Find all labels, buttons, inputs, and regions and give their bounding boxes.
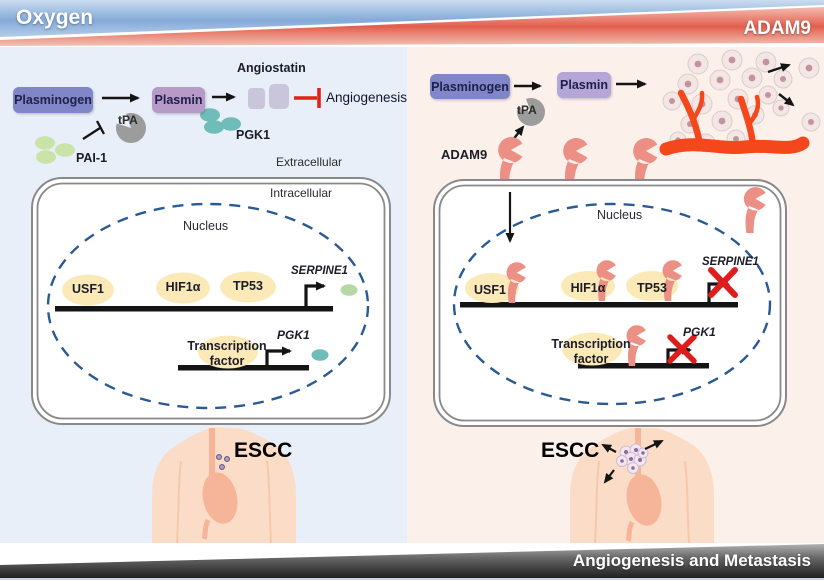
tpa-enzyme-icon-right xyxy=(513,94,545,126)
bottom-edge-strip xyxy=(0,578,824,580)
pai1-protein-icon xyxy=(35,136,75,164)
adam9-panel-graphics xyxy=(433,49,821,544)
plasmin-box-right: Plasmin xyxy=(557,72,611,98)
red-x-serpine1-icon xyxy=(708,267,738,298)
bottom-banner-wedge xyxy=(0,544,824,578)
escc-tumor-cluster-right xyxy=(601,440,664,484)
bottom-banner-title: Angiogenesis and Metastasis xyxy=(572,551,811,570)
cell-membrane-left xyxy=(31,177,391,425)
torso-right xyxy=(570,428,714,544)
nucleus-label-right: Nucleus xyxy=(597,208,643,222)
adam9-label-right: ADAM9 xyxy=(441,147,488,162)
transcription-factor-line2-left: factor xyxy=(209,354,245,368)
oxygen-panel-graphics xyxy=(31,84,391,544)
serpine1-product-icon xyxy=(340,284,358,296)
tf-ovals-left xyxy=(62,271,276,369)
intracellular-label: Intracellular xyxy=(270,186,333,200)
tp53-label-left: TP53 xyxy=(233,279,263,293)
plasminogen-box-right: Plasminogen xyxy=(430,74,510,99)
transcription-factor-line2-right: factor xyxy=(573,352,609,366)
adam9-banner-title: ADAM9 xyxy=(743,18,811,39)
tpa-label-right: tPA xyxy=(517,103,537,117)
nucleus-outline-right xyxy=(452,202,772,406)
escc-tumor-dots-left xyxy=(216,454,231,471)
metastatic-cells-icon xyxy=(767,57,821,132)
tpa-label-left: tPA xyxy=(118,113,138,127)
serpine1-gene-label-left: SERPINE1 xyxy=(291,265,348,277)
inhibition-angiostatin-angiogenesis xyxy=(294,88,321,108)
transcription-factor-line1-right: Transcription xyxy=(551,337,631,351)
usf1-label-left: USF1 xyxy=(72,282,104,296)
oxygen-banner-title: Oxygen xyxy=(16,6,94,29)
plasminogen-box-left: Plasminogen xyxy=(13,87,93,113)
red-x-pgk1-icon xyxy=(667,334,697,364)
hif1a-label-left: HIF1α xyxy=(165,280,201,294)
angiostatin-fragments-icon xyxy=(248,84,289,109)
nucleus-label-left: Nucleus xyxy=(183,219,229,233)
pgk1-product-icon xyxy=(311,349,329,361)
angiogenesis-vessel-icon xyxy=(659,49,810,156)
pgk1-gene-label-left: PGK1 xyxy=(277,328,310,342)
escc-label-right: ESCC xyxy=(541,439,600,462)
pai1-label: PAI-1 xyxy=(76,151,108,165)
torso-left xyxy=(152,428,296,544)
tpa-enzyme-icon xyxy=(112,107,146,143)
oxygen-banner-wedge xyxy=(0,0,824,37)
dna-line-pgk1-right xyxy=(578,363,709,369)
serpine1-gene-label-right: SERPINE1 xyxy=(702,256,759,268)
usf1-label-right: USF1 xyxy=(474,283,506,297)
pgk1-protein-icon xyxy=(200,108,241,134)
transcription-factor-line1-left: Transcription xyxy=(187,339,267,353)
plasmin-box-left: Plasmin xyxy=(152,87,205,113)
inhibition-pai1-tpa xyxy=(82,120,106,140)
hif1a-label-right: HIF1α xyxy=(570,281,606,295)
pgk1-gene-label-right: PGK1 xyxy=(683,325,716,339)
dna-line-serpine1-right xyxy=(460,302,738,308)
tp53-label-right: TP53 xyxy=(637,281,667,295)
transcription-arrow-pgk1-left xyxy=(265,346,292,365)
transcription-arrow-serpine1-left xyxy=(304,281,326,306)
angiostatin-label: Angiostatin xyxy=(237,61,306,75)
extracellular-label: Extracellular xyxy=(276,155,343,169)
angiogenesis-label: Angiogenesis xyxy=(326,90,408,105)
nucleus-outline-left xyxy=(46,202,370,410)
pgk1-label-left: PGK1 xyxy=(236,128,271,142)
escc-label-left: ESCC xyxy=(234,439,293,462)
adam9-banner-wedge xyxy=(0,7,824,46)
dna-line-pgk1-left xyxy=(178,365,309,371)
dna-line-serpine1-left xyxy=(55,306,333,312)
